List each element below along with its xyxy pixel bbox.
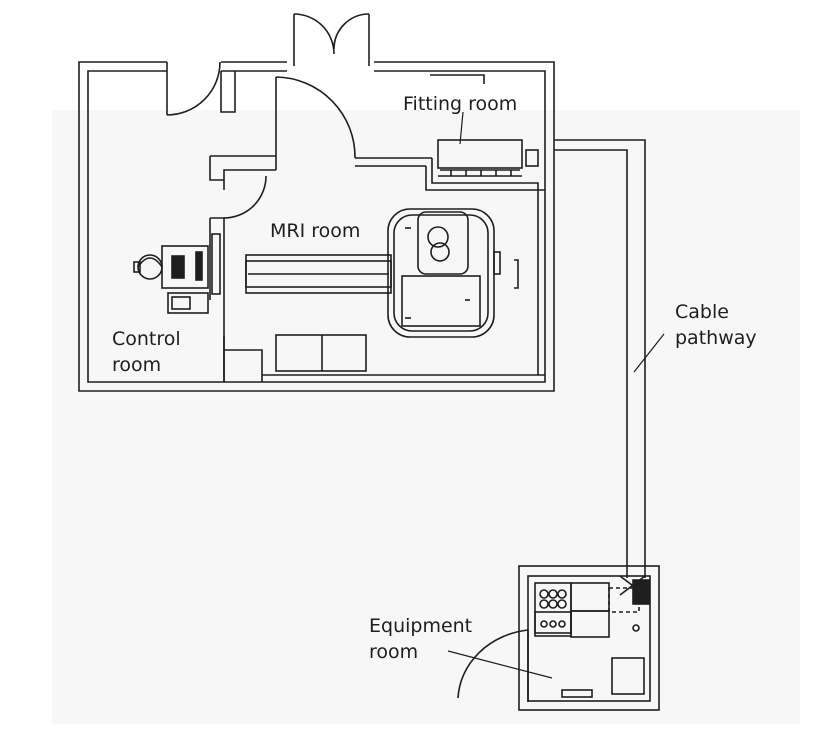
mri-room-door	[223, 76, 356, 219]
operator-chair	[133, 254, 163, 280]
entrance-door	[166, 61, 221, 116]
mri-room-label: MRI room	[270, 220, 361, 242]
label-leader-lines	[447, 111, 665, 679]
fitting-room-rail	[430, 74, 485, 84]
equipment-room-label-line2: room	[369, 641, 419, 663]
computer-keyboard	[171, 255, 185, 279]
interior-walls	[209, 71, 545, 383]
control-room-label-line1: Control	[112, 328, 181, 350]
storage-cabinets	[275, 334, 367, 372]
control-window	[211, 233, 221, 295]
fitting-room-label: Fitting room	[403, 93, 518, 115]
cable-pathway-label-line1: Cable	[675, 301, 729, 323]
double-entrance-door	[293, 13, 370, 66]
cable-pathway-label-line2: pathway	[675, 327, 757, 349]
control-room-label-line2: room	[112, 354, 162, 376]
equipment-room-door	[457, 629, 593, 702]
equipment-cabinets	[534, 579, 650, 695]
fitting-room-bench	[437, 139, 539, 177]
equipment-room-label-line1: Equipment	[369, 615, 473, 637]
computer-monitor	[195, 251, 203, 281]
mri-patient-table	[245, 254, 392, 294]
building-outer-walls	[78, 61, 555, 392]
mri-scanner-gantry	[387, 208, 519, 338]
